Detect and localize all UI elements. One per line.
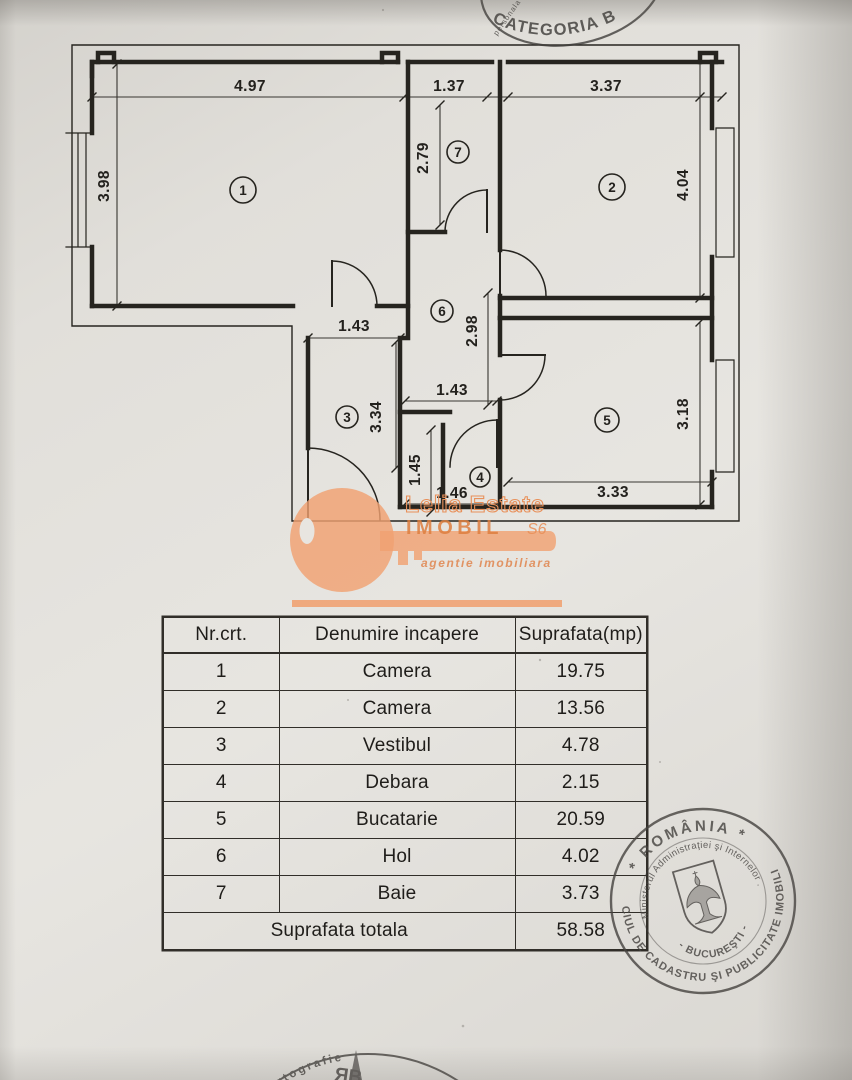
room-circles	[229, 140, 626, 488]
dim-398: 3.98	[96, 170, 113, 202]
dim-143a: 1.43	[338, 318, 370, 335]
plan-outer-boundary	[71, 44, 740, 522]
door-leaves	[307, 189, 546, 521]
key-hole-icon	[299, 518, 315, 544]
total-label: Suprafata totala	[162, 912, 516, 951]
logo-underline-bar	[292, 600, 562, 607]
room-1-number: 1	[239, 183, 247, 198]
header-denumire: Denumire incapere	[278, 616, 516, 654]
key-head-icon	[290, 488, 394, 592]
dimension-labels: 4.97 1.37 3.37 3.98 2.79 4.04 1.43 2.98 …	[96, 78, 692, 502]
logo-wordmark: IMOBIL	[406, 517, 503, 539]
dim-333: 3.33	[597, 484, 629, 501]
key-logo: Lelia Estate IMOBIL S6 agentie imobiliar…	[290, 488, 562, 607]
logo-name: Lelia Estate	[405, 491, 545, 517]
room-areas-table: Nr.crt. Denumire incapere Suprafata(mp) …	[162, 616, 648, 951]
dim-404: 4.04	[675, 169, 692, 201]
room-7-number: 7	[454, 145, 462, 160]
header-nr-crt: Nr.crt.	[162, 616, 280, 654]
dim-137: 1.37	[433, 78, 465, 95]
dim-143b: 1.43	[436, 382, 468, 399]
room-4-number: 4	[476, 470, 484, 485]
room-3-number: 3	[343, 410, 351, 425]
walls	[89, 50, 725, 510]
key-shaft-icon	[380, 531, 556, 551]
key-teeth-icon	[398, 551, 422, 565]
dim-318: 3.18	[675, 398, 692, 430]
header-suprafata: Suprafata(mp)	[514, 616, 648, 654]
window-right-room2	[715, 127, 735, 258]
dim-337: 3.37	[590, 78, 622, 95]
logo-script-mark: S6	[527, 521, 547, 538]
room-number-labels: 1 2 7 6 3 4 5	[239, 145, 616, 485]
window-left	[65, 132, 93, 248]
window-right-room5	[715, 359, 735, 473]
room-6-number: 6	[438, 304, 446, 319]
dim-334: 3.34	[368, 401, 385, 433]
total-value: 58.58	[514, 912, 648, 951]
door-arcs	[307, 189, 547, 521]
room-2-number: 2	[608, 180, 616, 195]
table-total-row: Suprafata totala 58.58	[162, 912, 648, 951]
logo-tagline: agentie imobiliara	[421, 556, 552, 570]
dim-145: 1.45	[407, 454, 424, 486]
dim-146: 1.46	[436, 485, 468, 502]
dim-279: 2.79	[415, 142, 432, 174]
dim-497: 4.97	[234, 78, 266, 95]
room-5-number: 5	[603, 413, 611, 428]
table-header-row: Nr.crt. Denumire incapere Suprafata(mp)	[162, 616, 648, 654]
dim-298: 2.98	[464, 315, 481, 347]
